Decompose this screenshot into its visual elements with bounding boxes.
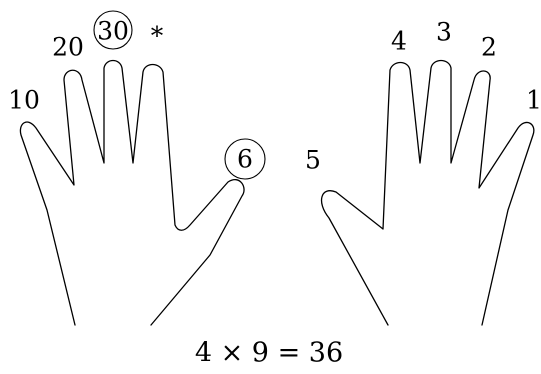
right-hand-outline — [320, 59, 535, 326]
equation: 4 × 9 = 36 — [195, 338, 343, 369]
right-finger-label-thumb: 5 — [305, 146, 321, 175]
left-finger-label-pinky: 10 — [8, 86, 40, 115]
left-finger-label-circle — [93, 10, 133, 50]
right-finger-label-ring: 2 — [481, 33, 497, 62]
right-finger-label-pinky: 1 — [526, 86, 541, 115]
left-hand-outline — [19, 59, 245, 326]
right-finger-label-index: 4 — [391, 27, 407, 56]
right-finger-label-middle: 3 — [436, 18, 452, 47]
left-finger-label-index: * — [151, 22, 164, 51]
left-thumb-label-circle — [224, 138, 266, 180]
left-finger-label-ring: 20 — [52, 33, 84, 62]
left-finger-label-middle: 30 — [97, 17, 129, 46]
left-finger-label-thumb: 6 — [237, 145, 253, 174]
